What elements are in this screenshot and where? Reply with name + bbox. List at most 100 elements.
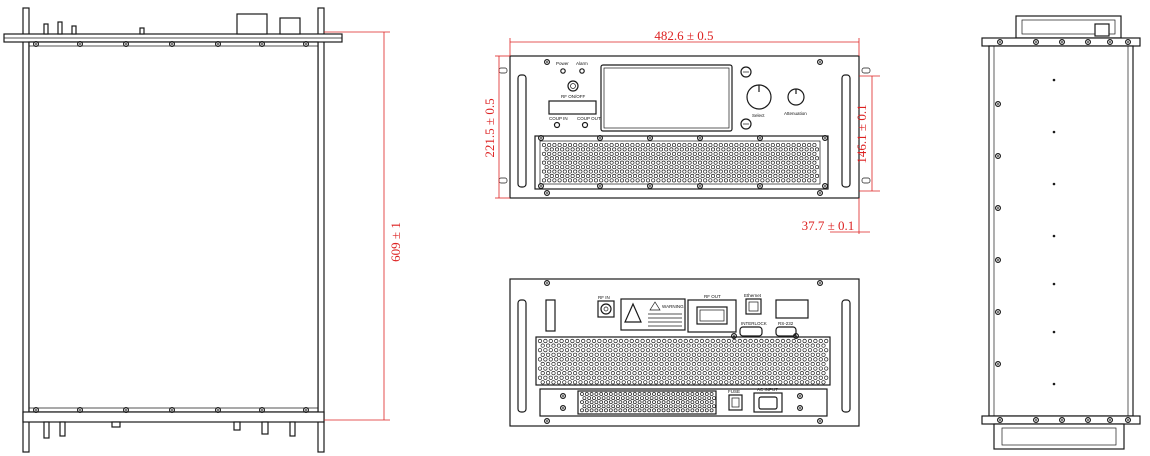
attenuation-label: Attenuation — [784, 111, 807, 116]
screw — [122, 40, 129, 47]
side-body — [988, 45, 1134, 417]
rs232-label: RS-232 — [778, 321, 794, 326]
screw — [537, 183, 544, 190]
screw — [821, 183, 828, 190]
screw — [259, 407, 266, 414]
screw — [821, 135, 828, 142]
alarm-label: Alarm — [576, 61, 588, 66]
screw — [1124, 38, 1131, 45]
rf-switch-label: RF ON/OFF — [561, 94, 585, 99]
chassis-body — [28, 41, 319, 413]
laser-warning-icon — [624, 302, 642, 323]
screw — [1032, 417, 1039, 424]
screw — [730, 333, 737, 340]
power-led — [560, 68, 566, 74]
top-view — [3, 7, 343, 453]
screw — [796, 393, 803, 400]
screw — [32, 407, 39, 414]
ac-inlet — [753, 392, 783, 413]
screw — [169, 40, 176, 47]
power-switch — [728, 394, 743, 411]
screw — [646, 135, 653, 142]
front-connector-small — [279, 17, 301, 35]
front-left-handle — [517, 74, 527, 188]
psu-vent — [577, 390, 717, 415]
screw — [169, 407, 176, 414]
coup-out-port — [581, 121, 589, 129]
ethernet-label: Ethernet — [744, 293, 762, 298]
interlock-label: INTERLOCK — [741, 321, 767, 326]
screw — [696, 183, 703, 190]
screw — [303, 407, 310, 414]
screw — [994, 100, 1001, 107]
rear-right-handle — [841, 299, 851, 413]
warning-label-plate — [620, 298, 686, 331]
width-value: 482.6 ± 0.5 — [654, 28, 713, 43]
interlock-connector — [739, 326, 763, 337]
screw — [32, 40, 39, 47]
right-rack-rail — [317, 7, 325, 453]
screw — [994, 257, 1001, 264]
side-mount-point — [1052, 330, 1056, 334]
side-view — [981, 15, 1141, 450]
screw — [1106, 417, 1113, 424]
power-label: Power — [556, 61, 569, 66]
screw — [596, 135, 603, 142]
coup-out-label: COUP OUT — [577, 116, 601, 121]
rear-left-handle — [517, 299, 527, 413]
screw — [696, 135, 703, 142]
screw — [792, 333, 799, 340]
screw — [816, 418, 823, 425]
rf-out-flange — [687, 299, 737, 333]
front-right-handle — [841, 74, 851, 188]
screw — [543, 58, 550, 65]
screw — [1124, 417, 1131, 424]
rear-blank-label — [775, 299, 809, 319]
ethernet-port — [745, 298, 762, 315]
screw — [996, 417, 1003, 424]
screw — [259, 40, 266, 47]
screw — [215, 40, 222, 47]
rf-out-label: RF OUT — [704, 294, 721, 299]
lcd-screen — [600, 64, 733, 132]
panel-height-value: 146.1 ± 0.1 — [854, 104, 869, 163]
rf-in-label: RF IN — [598, 295, 610, 300]
side-mount-point — [1052, 234, 1056, 238]
front-dimensions: 482.6 ± 0.5 221.5 ± 0.5 146.1 ± 0.1 37.7… — [482, 28, 880, 234]
rf-in-connector — [597, 300, 615, 318]
side-mount-point — [1052, 282, 1056, 286]
rear-strip — [22, 411, 325, 423]
warning-text: WARNING — [662, 304, 684, 309]
screw — [543, 418, 550, 425]
upper-button — [740, 66, 752, 78]
side-mount-point — [1052, 78, 1056, 82]
screw — [215, 407, 222, 414]
screw — [559, 393, 566, 400]
screw — [303, 40, 310, 47]
screw — [1032, 38, 1039, 45]
screw — [1058, 417, 1065, 424]
screw — [559, 405, 566, 412]
screw — [646, 183, 653, 190]
screw — [994, 309, 1001, 316]
rear-view: RF IN WARNING RF OUT Ethernet INTERLOCK … — [509, 278, 860, 427]
screw — [543, 280, 550, 287]
lower-button — [740, 118, 752, 130]
rs232-connector — [775, 326, 797, 337]
screw — [537, 135, 544, 142]
screw — [543, 190, 550, 197]
coup-in-label: COUP IN — [549, 116, 568, 121]
screw — [994, 205, 1001, 212]
screw — [596, 183, 603, 190]
screw — [816, 280, 823, 287]
screw — [796, 405, 803, 412]
rf-switch — [567, 80, 579, 92]
front-view: Power Alarm RF ON/OFF COUP IN COUP OUT S… — [498, 55, 871, 199]
height-value: 221.5 ± 0.5 — [482, 98, 497, 157]
select-label: Select — [752, 113, 765, 118]
screw — [816, 58, 823, 65]
side-mount-point — [1052, 382, 1056, 386]
screw — [994, 153, 1001, 160]
screw — [756, 135, 763, 142]
